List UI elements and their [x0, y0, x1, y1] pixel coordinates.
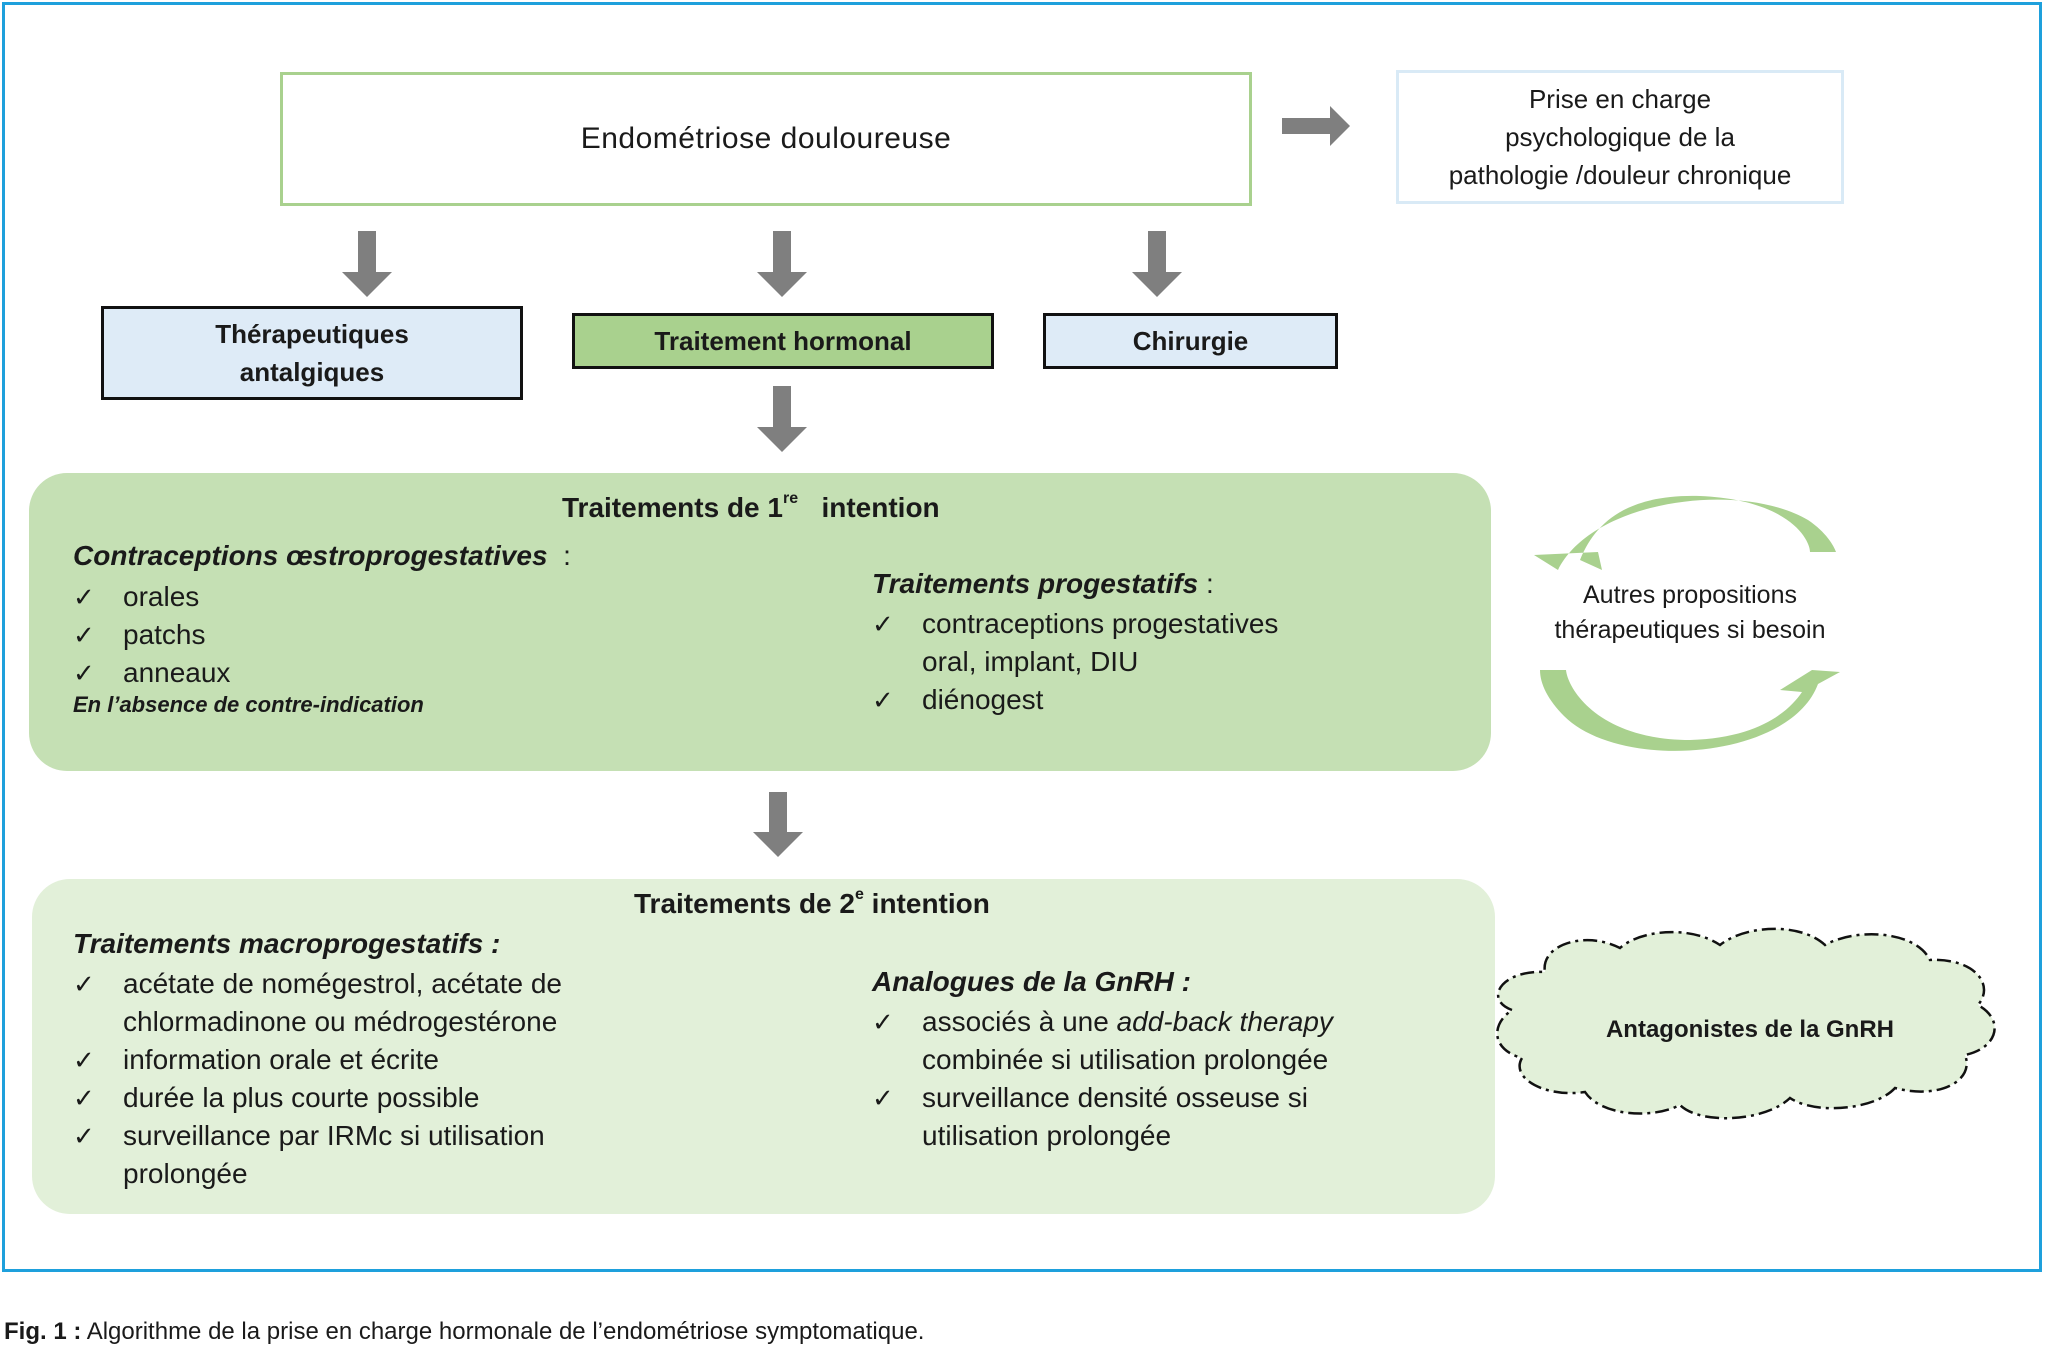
arrow-right-to-psy [1282, 106, 1350, 146]
check-icon: ✓ [73, 1121, 95, 1151]
check-icon: ✓ [872, 1007, 894, 1037]
hormonal-box: Traitement hormonal [572, 313, 994, 369]
first-line-title-prefix: Traitements de 1 [562, 492, 783, 523]
cycle-arrow-bottom [1540, 670, 1840, 751]
list-item-text: orales [123, 581, 200, 612]
list-item-text: information orale et écrite [123, 1044, 439, 1075]
list-item: ✓ acétate de nomégestrol, acétate de chlor… [73, 965, 562, 1041]
figure-frame [2, 2, 2042, 1272]
contraindication-note: En l’absence de contre-indication [73, 692, 424, 717]
estroprogestative-heading-text: Contraceptions œstroprogestatives [73, 540, 548, 571]
arrow-down-hormonal [757, 231, 807, 297]
list-item: ✓ surveillance densité osseuse si utilisat… [872, 1079, 1333, 1155]
gnrh-analogues-list: ✓ associés à une add-back therapy combinée… [872, 1003, 1333, 1155]
list-item: ✓ orales [73, 578, 230, 616]
progestative-colon: : [1206, 568, 1214, 599]
list-item-text-line-2: utilisation prolongée [922, 1120, 1172, 1151]
psy-line-3: pathologie /douleur chronique [1448, 160, 1792, 190]
estroprogestative-list: ✓ orales ✓ patchs ✓ anneaux [73, 578, 230, 692]
list-item: ✓ diénogest [872, 681, 1278, 719]
list-item-text: contraceptions progestatives [922, 608, 1279, 639]
hormonal-label: Traitement hormonal [654, 325, 912, 356]
first-line-title-suffix: intention [821, 492, 940, 523]
progestative-list: ✓ contraceptions progestatives oral, impla… [872, 605, 1278, 719]
list-item-text: anneaux [123, 657, 231, 688]
second-line-title-prefix: Traitements de 2 [634, 888, 855, 919]
check-icon: ✓ [73, 1045, 95, 1075]
second-line-title-suffix: intention [871, 888, 990, 919]
caption-label: Fig. 1 : [4, 1318, 82, 1345]
list-item-text-line-2: prolongée [123, 1158, 248, 1189]
first-line-panel [29, 473, 1491, 771]
progestative-heading-text: Traitements progestatifs [872, 568, 1199, 599]
psychological-care-box: Prise en charge psychologique de la path… [1396, 70, 1844, 204]
arrow-down-to-first-line [757, 386, 807, 452]
add-back-therapy-text: add-back therapy [1116, 1006, 1333, 1037]
arrow-down-chir [1132, 231, 1182, 297]
diagnosis-box: Endométriose douloureuse [280, 72, 1252, 206]
list-item: ✓ anneaux [73, 654, 230, 692]
list-item: ✓ durée la plus courte possible [73, 1079, 562, 1117]
figure-caption: Fig. 1 : Algorithme de la prise en charg… [4, 1318, 924, 1346]
other-proposals-line-1: Autres propositions [1582, 581, 1797, 609]
list-item: ✓ information orale et écrite [73, 1041, 562, 1079]
check-icon: ✓ [872, 1083, 894, 1113]
caption-text: Algorithme de la prise en charge hormona… [81, 1318, 925, 1345]
check-icon: ✓ [73, 658, 95, 688]
macroprogestative-heading: Traitements macroprogestatifs : [73, 928, 501, 959]
surgery-box: Chirurgie [1043, 313, 1338, 369]
list-item-text: surveillance par IRMc si utilisation [123, 1120, 545, 1151]
cycle-arrow-top [1534, 495, 1836, 570]
check-icon: ✓ [872, 685, 894, 715]
arrow-down-therap [342, 231, 392, 297]
list-item: ✓ contraceptions progestatives oral, impla… [872, 605, 1278, 681]
cloud-shape [1496, 927, 1996, 1120]
second-line-title-sup: e [854, 885, 864, 903]
check-icon: ✓ [73, 1083, 95, 1113]
second-line-title: Traitements de 2e intention [634, 885, 990, 920]
diagnosis-title: Endométriose douloureuse [580, 122, 952, 155]
list-item: ✓ patchs [73, 616, 230, 654]
analgesic-line-1: Thérapeutiques [215, 319, 409, 349]
list-item: ✓ associés à une add-back therapy combinée… [872, 1003, 1333, 1079]
other-proposals-label: Autres propositions thérapeutiques si be… [1500, 578, 1880, 648]
psy-line-2: psychologique de la [1505, 122, 1735, 152]
estroprogestative-colon: : [563, 540, 571, 571]
progestative-heading: Traitements progestatifs : [872, 568, 1214, 600]
check-icon: ✓ [73, 582, 95, 612]
psy-line-1: Prise en charge [1528, 84, 1712, 114]
list-item-text: associés à une [922, 1006, 1117, 1037]
macroprogestative-list: ✓ acétate de nomégestrol, acétate de chlor… [73, 965, 562, 1193]
list-item-text-line-2: oral, implant, DIU [922, 646, 1139, 677]
other-proposals-line-2: thérapeutiques si besoin [1554, 616, 1826, 644]
first-line-title-sup: re [782, 489, 799, 507]
gnrh-analogues-heading: Analogues de la GnRH : [872, 966, 1191, 997]
check-icon: ✓ [73, 969, 95, 999]
check-icon: ✓ [872, 609, 894, 639]
list-item-text-line-2: chlormadinone ou médrogestérone [123, 1006, 558, 1037]
second-line-panel [32, 879, 1495, 1214]
list-item-text: patchs [123, 619, 206, 650]
list-item-text: diénogest [922, 684, 1044, 715]
list-item-text: acétate de nomégestrol, acétate de [123, 968, 562, 999]
list-item-text-line-2: combinée si utilisation prolongée [922, 1044, 1329, 1075]
arrow-down-to-second-line [753, 792, 803, 857]
gnrh-antagonists-label: Antagonistes de la GnRH [1605, 1016, 1895, 1043]
list-item-text: surveillance densité osseuse si [922, 1082, 1308, 1113]
surgery-label: Chirurgie [1132, 325, 1249, 356]
analgesic-line-2: antalgiques [239, 357, 385, 387]
list-item-text: durée la plus courte possible [123, 1082, 480, 1113]
first-line-title: Traitements de 1re intention [562, 489, 940, 524]
estroprogestative-heading: Contraceptions œstroprogestatives : [73, 540, 571, 572]
analgesic-box: Thérapeutiques antalgiques [101, 306, 523, 400]
check-icon: ✓ [73, 620, 95, 650]
list-item: ✓ surveillance par IRMc si utilisation pro… [73, 1117, 562, 1193]
